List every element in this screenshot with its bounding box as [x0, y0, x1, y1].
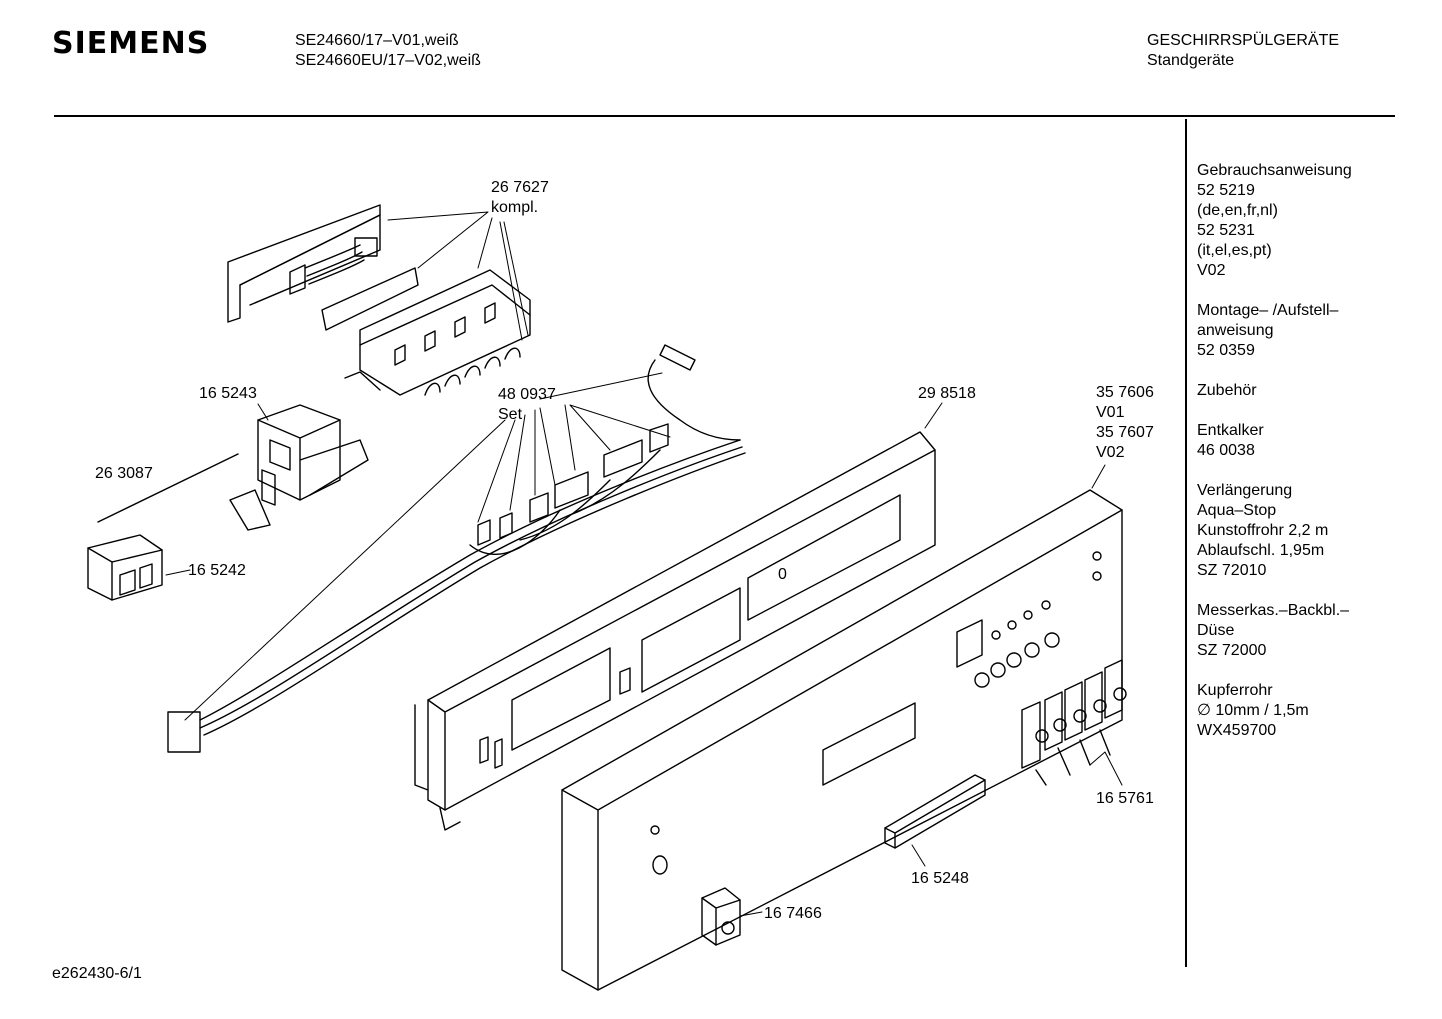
- callout-35-7606: 35 7606 V01 35 7607 V02: [1096, 383, 1154, 463]
- sidebar-line: Düse: [1197, 622, 1235, 639]
- sidebar-group-manual: Gebrauchsanweisung 52 5219 (de,en,fr,nl)…: [1197, 161, 1432, 281]
- sidebar-line: (de,en,fr,nl): [1197, 202, 1278, 219]
- part-variant: V01: [1096, 404, 1125, 421]
- sidebar-line: Montage– /Aufstell–: [1197, 302, 1339, 319]
- appliance-category: GESCHIRRSPÜLGERÄTE Standgeräte: [1147, 31, 1339, 71]
- callout-48-0937: 48 0937 Set: [498, 385, 556, 425]
- exploded-parts-drawing: 0: [87, 204, 1127, 991]
- part-number: 26 7627: [491, 179, 549, 196]
- model-line-1: SE24660/17–V01,weiß: [295, 32, 459, 49]
- callout-26-7627: 26 7627 kompl.: [491, 178, 549, 218]
- sidebar-line: 46 0038: [1197, 442, 1255, 459]
- button-set-drawing: [1021, 659, 1127, 786]
- callout-16-5248: 16 5248: [911, 870, 969, 887]
- part-variant: V02: [1096, 444, 1125, 461]
- brand-logo: SIEMENS: [52, 26, 210, 61]
- electronics-module-drawing: [227, 204, 531, 396]
- callout-16-5242: 16 5242: [188, 562, 246, 579]
- cable-harness-drawing: [167, 344, 746, 753]
- model-line-2: SE24660EU/17–V02,weiß: [295, 52, 481, 69]
- callout-29-8518: 29 8518: [918, 385, 976, 402]
- front-panel-drawing: [561, 489, 1123, 991]
- sidebar-line: 52 0359: [1197, 342, 1255, 359]
- handle-trim-drawing: [884, 774, 986, 849]
- sidebar-line: 52 5219: [1197, 182, 1255, 199]
- sidebar-line: Kunstoffrohr 2,2 m: [1197, 522, 1329, 539]
- part-number: 35 7607: [1096, 424, 1154, 441]
- knob-drawing: [701, 887, 741, 946]
- switch-drawing: [87, 534, 163, 601]
- sidebar-line: Verlängerung: [1197, 482, 1293, 499]
- accessories-sidebar: Gebrauchsanweisung 52 5219 (de,en,fr,nl)…: [1197, 161, 1432, 761]
- category-line-1: GESCHIRRSPÜLGERÄTE: [1147, 32, 1340, 49]
- drawing-code: e262430-6/1: [52, 965, 142, 982]
- sidebar-line: Gebrauchsanweisung: [1197, 162, 1352, 179]
- sidebar-group-descaler: Entkalker 46 0038: [1197, 421, 1432, 461]
- sidebar-group-copper-pipe: Kupferrohr ∅ 10mm / 1,5m WX459700: [1197, 681, 1432, 741]
- sidebar-line: Zubehör: [1197, 382, 1257, 399]
- part-number: 48 0937: [498, 386, 556, 403]
- sidebar-group-nozzle: Messerkas.–Backbl.– Düse SZ 72000: [1197, 601, 1432, 661]
- sidebar-line: WX459700: [1197, 722, 1277, 739]
- sidebar-group-accessories: Zubehör: [1197, 381, 1432, 401]
- switch-rod-drawing: [97, 453, 239, 523]
- sidebar-line: SZ 72010: [1197, 562, 1267, 579]
- sidebar-line: (it,el,es,pt): [1197, 242, 1272, 259]
- callout-16-5243: 16 5243: [199, 385, 257, 402]
- callout-16-7466: 16 7466: [764, 905, 822, 922]
- sidebar-divider: [1185, 119, 1187, 967]
- sidebar-line: anweisung: [1197, 322, 1274, 339]
- part-number: 35 7606: [1096, 384, 1154, 401]
- part-note: Set: [498, 406, 523, 423]
- sidebar-group-installation: Montage– /Aufstell– anweisung 52 0359: [1197, 301, 1432, 361]
- sidebar-line: Kupferrohr: [1197, 682, 1273, 699]
- door-lock-drawing: [229, 404, 369, 531]
- callout-26-3087: 26 3087: [95, 465, 153, 482]
- sidebar-group-extension: Verlängerung Aqua–Stop Kunstoffrohr 2,2 …: [1197, 481, 1432, 581]
- sidebar-line: Aqua–Stop: [1197, 502, 1277, 519]
- sidebar-line: Ablaufschl. 1,95m: [1197, 542, 1325, 559]
- model-numbers: SE24660/17–V01,weiß SE24660EU/17–V02,wei…: [295, 31, 481, 71]
- sidebar-line: SZ 72000: [1197, 642, 1267, 659]
- category-line-2: Standgeräte: [1147, 52, 1235, 69]
- sidebar-line: V02: [1197, 262, 1226, 279]
- frame-mark: 0: [778, 566, 787, 583]
- leader-lines: [165, 211, 1123, 917]
- inner-frame-drawing: [414, 431, 936, 831]
- sidebar-line: 52 5231: [1197, 222, 1255, 239]
- part-note: kompl.: [491, 199, 539, 216]
- callout-16-5761: 16 5761: [1096, 790, 1154, 807]
- header-divider: [54, 115, 1395, 117]
- sidebar-line: ∅ 10mm / 1,5m: [1197, 702, 1309, 719]
- sidebar-line: Entkalker: [1197, 422, 1264, 439]
- sidebar-line: Messerkas.–Backbl.–: [1197, 602, 1350, 619]
